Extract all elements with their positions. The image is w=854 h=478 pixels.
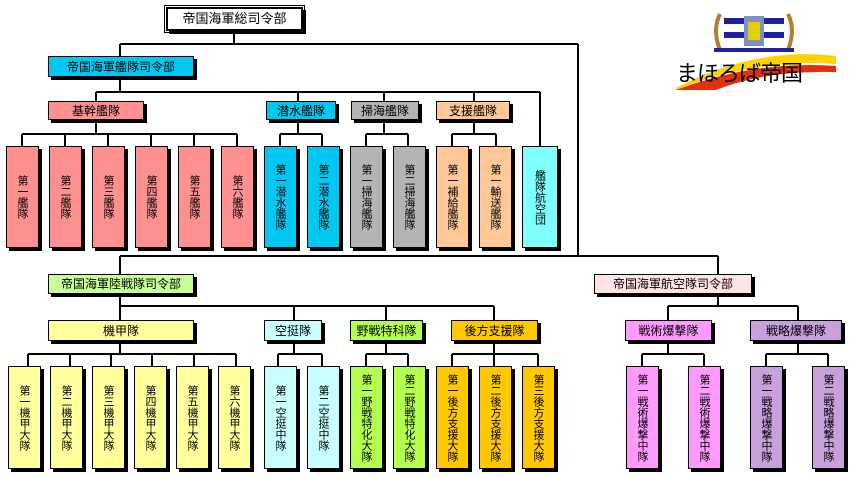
unit-box: 第一補給艦隊: [436, 146, 469, 248]
unit-box: 第一掃海艦隊: [350, 146, 383, 248]
unit-box: 第一戦術爆撃中隊: [626, 366, 659, 469]
imperial-emblem: [676, 10, 836, 90]
unit-box: 第一潜水艦隊: [264, 146, 297, 248]
unit-box: 第一艦隊: [6, 146, 39, 248]
empire-name-logo: まほろば帝国: [676, 62, 803, 87]
unit-box: 第六機甲大隊: [218, 366, 251, 469]
unit-box: 第二掃海艦隊: [393, 146, 426, 248]
group-senryaku: 戦略爆撃隊: [750, 320, 842, 341]
unit-box: 第一戦略爆撃中隊: [750, 366, 783, 469]
group-kikan: 基幹艦隊: [48, 101, 144, 120]
group-sokai: 掃海艦隊: [351, 101, 419, 120]
group-label: 機甲隊: [102, 323, 139, 338]
unit-box: 第二戦術爆撃中隊: [688, 366, 721, 469]
unit-box: 第二戦略爆撃中隊: [812, 366, 845, 469]
unit-box: 第一機甲大隊: [8, 366, 41, 469]
group-label: 潜水艦隊: [276, 103, 325, 118]
group-label: 野戦特科隊: [356, 323, 417, 338]
fleet-air-group: 艦隊航空団: [522, 146, 558, 248]
group-sensui: 潜水艦隊: [266, 101, 336, 120]
group-senjutsu: 戦術爆撃隊: [625, 320, 712, 341]
unit-box: 第二後方支援大隊: [479, 366, 512, 469]
unit-box: 第三後方支援大隊: [522, 366, 555, 469]
unit-box: 第一野戦特化大隊: [350, 366, 383, 469]
unit-box: 第一後方支援大隊: [436, 366, 469, 469]
unit-box: 第一空挺中隊: [264, 366, 297, 469]
unit-box: 第一輸送艦隊: [479, 146, 512, 248]
unit-box: 第四機甲大隊: [134, 366, 167, 469]
navy-general-headquarters: 帝国海軍総司令部: [164, 5, 305, 33]
group-label: 空挺隊: [274, 323, 311, 338]
unit-box: 第二艦隊: [49, 146, 82, 248]
unit-box: 第五艦隊: [178, 146, 211, 248]
group-kiko: 機甲隊: [48, 320, 194, 341]
air-command: 帝国海軍航空隊司令部: [594, 274, 752, 294]
unit-box: 第三機甲大隊: [92, 366, 125, 469]
air-command-label: 帝国海軍航空隊司令部: [612, 277, 733, 291]
group-label: 支援艦隊: [448, 103, 497, 118]
marine-command: 帝国海軍陸戦隊司令部: [48, 274, 194, 294]
group-label: 掃海艦隊: [360, 103, 409, 118]
group-label: 後方支援隊: [464, 323, 525, 338]
unit-box: 第二野戦特化大隊: [393, 366, 426, 469]
fleet-command: 帝国海軍艦隊司令部: [48, 56, 194, 77]
unit-box: 第四艦隊: [135, 146, 168, 248]
unit-box: 第二潜水艦隊: [307, 146, 340, 248]
group-label: 戦術爆撃隊: [638, 323, 699, 338]
unit-box: 第三艦隊: [92, 146, 125, 248]
marine-command-label: 帝国海軍陸戦隊司令部: [60, 277, 181, 291]
group-shien: 支援艦隊: [436, 101, 510, 120]
group-kutei: 空挺隊: [264, 320, 322, 341]
unit-box: 第二空挺中隊: [307, 366, 340, 469]
group-koho: 後方支援隊: [451, 320, 538, 341]
unit-box: 第二機甲大隊: [50, 366, 83, 469]
unit-box: 第六艦隊: [221, 146, 254, 248]
group-label: 基幹艦隊: [71, 103, 120, 118]
fleet-command-label: 帝国海軍艦隊司令部: [66, 59, 175, 74]
group-label: 戦略爆撃隊: [765, 323, 826, 338]
unit-box: 第五機甲大隊: [176, 366, 209, 469]
group-yasen: 野戦特科隊: [350, 320, 423, 341]
